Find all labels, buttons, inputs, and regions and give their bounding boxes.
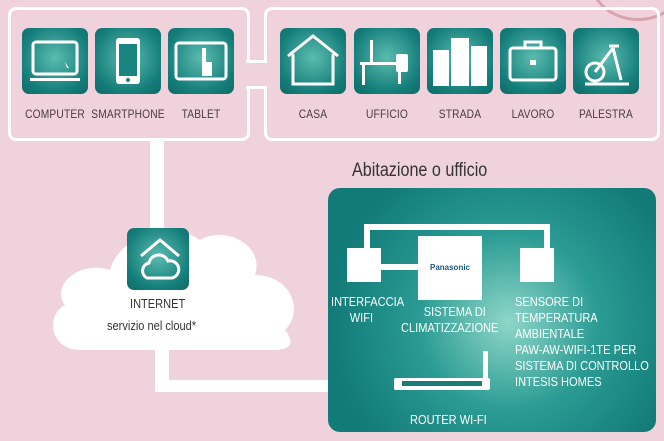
cloud-app-tile[interactable] bbox=[127, 228, 189, 290]
house-icon bbox=[287, 34, 339, 86]
device-label: SMARTPHONE bbox=[91, 107, 165, 121]
wire bbox=[364, 224, 550, 230]
sensor-line: AMBIENTALE bbox=[515, 326, 585, 341]
router-icon bbox=[394, 378, 490, 390]
climate-unit: Panasonic bbox=[418, 236, 482, 300]
ufficio-tile[interactable] bbox=[354, 28, 420, 94]
cloud-shape bbox=[53, 231, 294, 350]
wire bbox=[378, 264, 438, 270]
cloud-title: INTERNET bbox=[130, 296, 186, 311]
wire bbox=[544, 224, 550, 254]
system-line: SISTEMA DI bbox=[423, 304, 486, 319]
cloud-home-icon bbox=[140, 238, 181, 280]
frame-gap bbox=[245, 63, 267, 86]
briefcase-icon bbox=[508, 40, 558, 82]
router-label: ROUTER WI-FI bbox=[410, 412, 487, 427]
place-label: PALESTRA bbox=[579, 107, 633, 121]
sensor-line: SISTEMA DI CONTROLLO bbox=[515, 358, 649, 373]
sensor-line: SENSORE DI bbox=[515, 294, 584, 309]
interface-line: INTERFACCIA bbox=[331, 294, 405, 309]
place-label: CASA bbox=[298, 107, 328, 121]
casa-tile[interactable] bbox=[280, 28, 346, 94]
router-antenna bbox=[483, 351, 488, 381]
office-desk-icon bbox=[360, 40, 408, 85]
smartphone-icon bbox=[116, 38, 140, 84]
tablet-tile[interactable] bbox=[168, 28, 234, 94]
place-label: UFFICIO bbox=[366, 107, 408, 121]
sensor-line: INTESIS HOMES bbox=[515, 374, 602, 389]
cloud-subtitle: servizio nel cloud* bbox=[107, 318, 197, 333]
interface-box bbox=[347, 248, 381, 282]
sensor-box bbox=[520, 248, 554, 282]
wire bbox=[364, 224, 370, 254]
sensor-line: TEMPERATURA bbox=[515, 310, 598, 325]
interface-line: WIFI bbox=[349, 310, 374, 325]
sensor-line: PAW-AW-WIFI-1TE PER bbox=[515, 342, 637, 357]
smartphone-tile[interactable] bbox=[95, 28, 161, 94]
connector bbox=[246, 86, 266, 89]
tablet-icon bbox=[174, 41, 228, 81]
home-title: Abitazione o ufficio bbox=[352, 160, 488, 181]
computer-tile[interactable] bbox=[22, 28, 88, 94]
connector bbox=[246, 60, 266, 63]
brand-logo: Panasonic bbox=[429, 263, 470, 272]
palestra-tile[interactable] bbox=[573, 28, 639, 94]
laptop-icon bbox=[30, 40, 80, 81]
exercise-bike-icon bbox=[584, 44, 629, 86]
device-label: TABLET bbox=[181, 107, 221, 121]
place-label: LAVORO bbox=[511, 107, 555, 121]
device-label: COMPUTER bbox=[25, 107, 85, 121]
system-line: CLIMATIZZAZIONE bbox=[401, 320, 499, 335]
buildings-icon bbox=[433, 38, 487, 86]
lavoro-tile[interactable] bbox=[500, 28, 566, 94]
strada-tile[interactable] bbox=[427, 28, 493, 94]
connector bbox=[150, 138, 164, 228]
place-label: STRADA bbox=[438, 107, 482, 121]
